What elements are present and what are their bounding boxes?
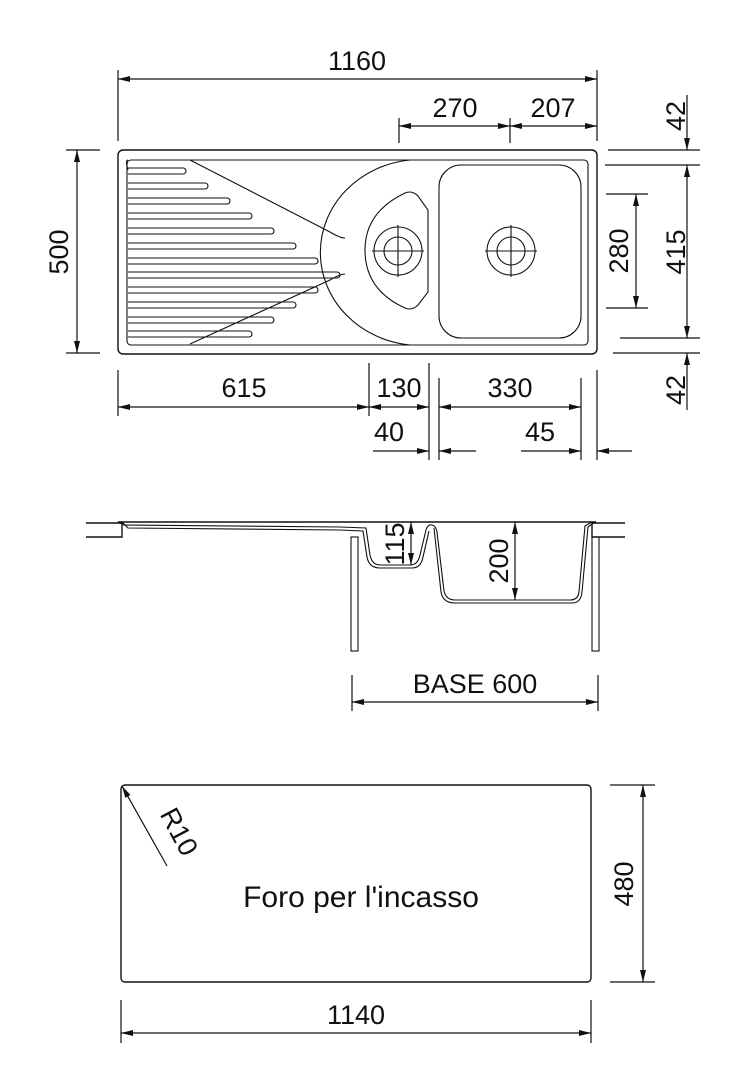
cabinet-side-right — [591, 536, 600, 652]
dim-label-415: 415 — [661, 229, 691, 274]
dim-label-500: 500 — [44, 229, 74, 274]
radius-leader — [121, 785, 168, 867]
small-bowl — [364, 191, 429, 310]
dim-label-r10: R10 — [154, 803, 204, 861]
cutout-title: Foro per l'incasso — [243, 881, 479, 914]
sink-profile-inner — [121, 521, 596, 604]
dim-label-42-top: 42 — [661, 101, 691, 131]
top-view: 1160 270 207 500 42 415 — [44, 46, 700, 460]
dim-label-42-bottom: 42 — [661, 375, 691, 405]
dim-label-280: 280 — [604, 228, 634, 273]
dim-label-45: 45 — [525, 417, 555, 447]
dim-label-480: 480 — [609, 861, 639, 906]
drainboard-grooves — [125, 159, 341, 338]
dim-label-115: 115 — [380, 522, 410, 565]
sink-profile-outer — [117, 521, 593, 601]
countertop-right — [591, 522, 625, 538]
sink-outer-outline — [117, 149, 598, 355]
dim-overall-depth: 500 — [44, 149, 100, 354]
dim-label-200: 200 — [484, 538, 514, 583]
dim-label-40: 40 — [374, 417, 404, 447]
dim-bowl-spacing: 270 207 — [398, 93, 597, 143]
main-bowl-drain-icon — [485, 225, 537, 277]
cutout-outline — [120, 784, 592, 983]
dim-label-1140: 1140 — [327, 1000, 385, 1030]
dim-label-130: 130 — [376, 373, 421, 403]
countertop-left — [86, 522, 123, 538]
dim-label-270: 270 — [432, 93, 477, 123]
small-bowl-drain-icon — [372, 225, 424, 277]
sink-inner-outline — [126, 159, 589, 346]
dim-label-330: 330 — [487, 373, 532, 403]
dim-bottom-row: 615 130 330 40 45 — [117, 363, 632, 460]
dim-label-207: 207 — [530, 93, 575, 123]
dim-label-base-600: BASE 600 — [413, 669, 538, 699]
small-bowl-surround — [319, 159, 411, 346]
drain-channel-upper — [189, 159, 346, 239]
cabinet-side-left — [350, 536, 359, 652]
drainboard-grooves-lower — [128, 291, 208, 297]
cutout-view: R10 Foro per l'incasso 480 1140 — [120, 784, 655, 1043]
main-bowl — [438, 164, 582, 339]
section-view: 115 200 BASE 600 — [86, 521, 625, 711]
dim-right-stack: 42 415 42 280 — [604, 95, 700, 410]
dim-overall-width: 1160 — [117, 46, 598, 141]
dim-label-615: 615 — [221, 373, 266, 403]
drain-channel-lower — [189, 273, 346, 345]
dim-label-1160: 1160 — [328, 46, 386, 76]
